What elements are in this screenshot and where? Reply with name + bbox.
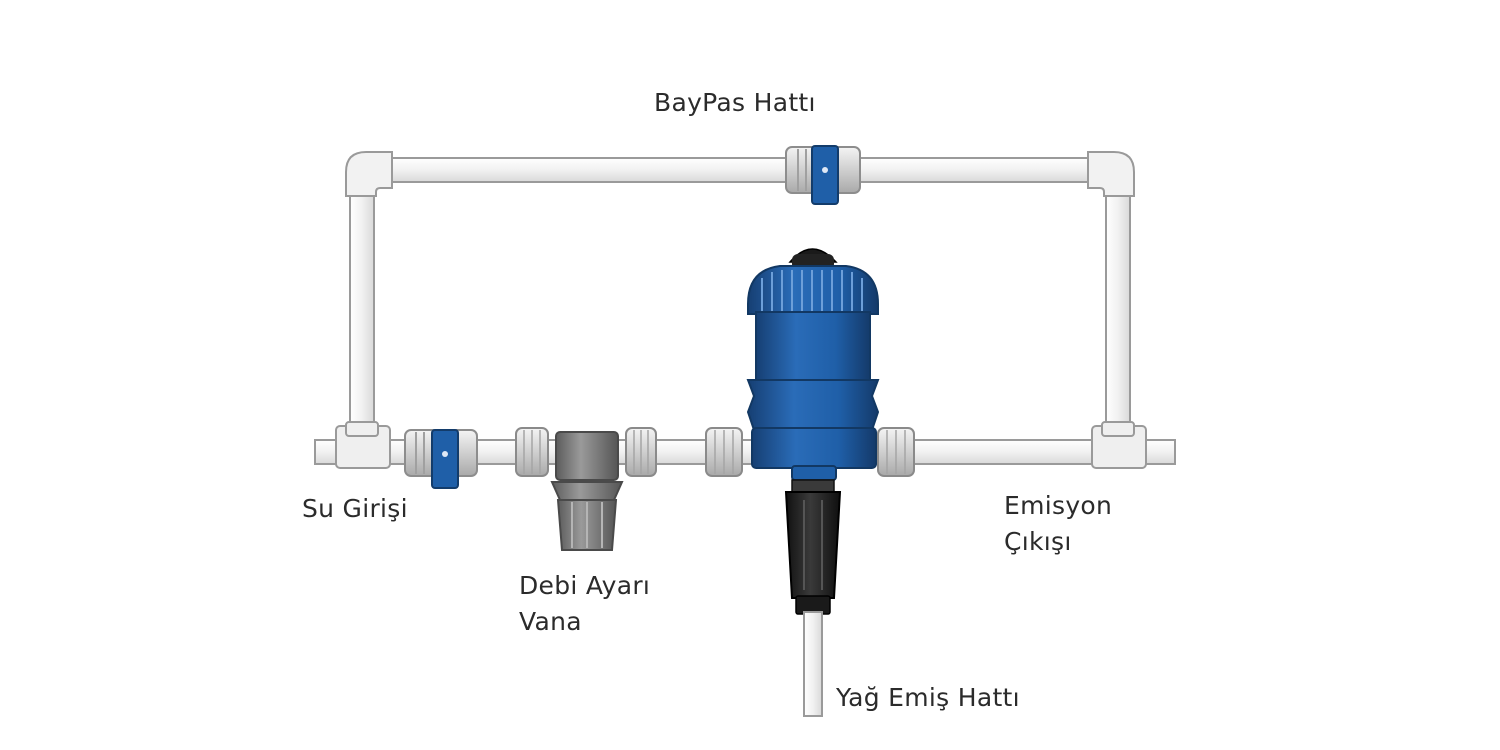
pipe-tees: [335, 421, 1147, 469]
flow-valve-label: Debi Ayarı Vana: [519, 568, 650, 640]
oil-suction-line-label: Yağ Emiş Hattı: [836, 683, 1020, 712]
flow-valve-label-line2: Vana: [519, 607, 582, 636]
water-inlet-label: Su Girişi: [302, 494, 408, 523]
bypass-elbows: [345, 151, 1135, 197]
bypass-pipe: [349, 157, 1131, 443]
bypass-valve: [785, 145, 861, 205]
inlet-valve: [404, 429, 478, 489]
emission-outlet-label: Emisyon Çıkışı: [1004, 488, 1112, 560]
emission-outlet-label-line1: Emisyon: [1004, 491, 1113, 520]
flow-valve-filter: [550, 431, 624, 551]
emission-outlet-label-line2: Çıkışı: [1004, 527, 1072, 556]
suction-assembly: [784, 479, 842, 615]
flow-valve-label-line1: Debi Ayarı: [519, 571, 651, 600]
bypass-line-label: BayPas Hattı: [654, 88, 816, 117]
union-ridges: [523, 430, 906, 474]
suction-hose: [803, 611, 823, 717]
pump-ribs: [761, 270, 863, 312]
dosing-pump: [746, 248, 880, 481]
